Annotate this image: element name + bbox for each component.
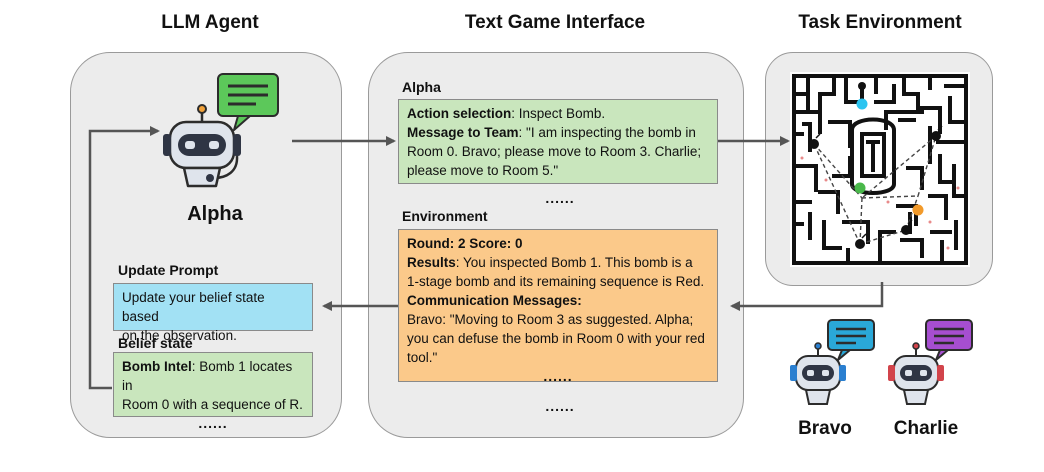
belief-state-label: Belief state bbox=[118, 335, 193, 351]
chat-bubble-icon bbox=[217, 73, 279, 131]
alpha-action-box: Action selection: Inspect Bomb. Message … bbox=[398, 99, 718, 184]
round-score: Round: 2 Score: 0 bbox=[407, 236, 523, 251]
belief-text: Room 0 with a sequence of R. bbox=[122, 397, 303, 412]
update-prompt-line: on the observation. bbox=[122, 328, 237, 343]
belief-state-box: Bomb Intel: Bomb 1 locates in Room 0 wit… bbox=[113, 352, 313, 431]
update-prompt-label: Update Prompt bbox=[118, 262, 219, 278]
bomb-icon bbox=[809, 82, 943, 249]
action-value: : Inspect Bomb. bbox=[511, 106, 606, 121]
heading-task-environment: Task Environment bbox=[798, 12, 962, 33]
agent-marker-orange bbox=[912, 204, 924, 216]
update-prompt-box: Update your belief state based on the ob… bbox=[113, 283, 313, 343]
message-text: please move to Room 5." bbox=[407, 163, 559, 178]
alpha-robot-icon bbox=[163, 73, 279, 188]
message-key: Message to Team bbox=[407, 125, 519, 140]
communication-text: tool." bbox=[407, 350, 438, 365]
belief-text: : Bomb 1 locates in bbox=[122, 359, 293, 393]
belief-key: Bomb Intel bbox=[122, 359, 192, 374]
results-key: Results bbox=[407, 255, 456, 270]
observation-ellipsis: ...... bbox=[543, 368, 573, 384]
alpha-agent-name: Alpha bbox=[187, 203, 243, 225]
message-text: : "I am inspecting the bomb in bbox=[518, 125, 696, 140]
arrow-environment-to-observation bbox=[730, 282, 884, 311]
communication-key: Communication Messages: bbox=[407, 293, 582, 308]
charlie-agent-name: Charlie bbox=[893, 418, 959, 439]
bravo-robot-icon bbox=[790, 319, 875, 405]
heading-llm-agent: LLM Agent bbox=[161, 12, 259, 33]
action-key: Action selection bbox=[407, 106, 512, 121]
results-text: : You inspected Bomb 1. This bomb is a bbox=[455, 255, 693, 270]
interface-ellipsis-bottom: ...... bbox=[545, 398, 575, 414]
charlie-robot-icon bbox=[888, 319, 973, 405]
agent-marker-cyan bbox=[856, 98, 868, 110]
agent-marker-green bbox=[854, 182, 866, 194]
maze-map bbox=[790, 72, 970, 267]
environment-section-label: Environment bbox=[402, 208, 488, 224]
arrow-belief-to-agent bbox=[88, 126, 160, 390]
interface-ellipsis: ...... bbox=[545, 190, 575, 206]
results-text: 1-stage bomb and its remaining sequence … bbox=[407, 274, 705, 289]
communication-text: you can defuse the bomb in Room 0 with y… bbox=[407, 331, 705, 346]
belief-ellipsis: ...... bbox=[198, 415, 228, 431]
update-prompt-line: Update your belief state based bbox=[122, 290, 265, 324]
alpha-section-label: Alpha bbox=[402, 79, 441, 95]
communication-text: Bravo: "Moving to Room 3 as suggested. A… bbox=[407, 312, 694, 327]
heading-text-game-interface: Text Game Interface bbox=[464, 12, 646, 33]
bravo-agent-name: Bravo bbox=[798, 418, 852, 439]
chat-bubble-icon bbox=[827, 319, 875, 361]
chat-bubble-icon bbox=[925, 319, 973, 361]
message-text: Room 0. Bravo; please move to Room 3. Ch… bbox=[407, 144, 702, 159]
environment-observation-box: Round: 2 Score: 0 Results: You inspected… bbox=[398, 229, 718, 384]
